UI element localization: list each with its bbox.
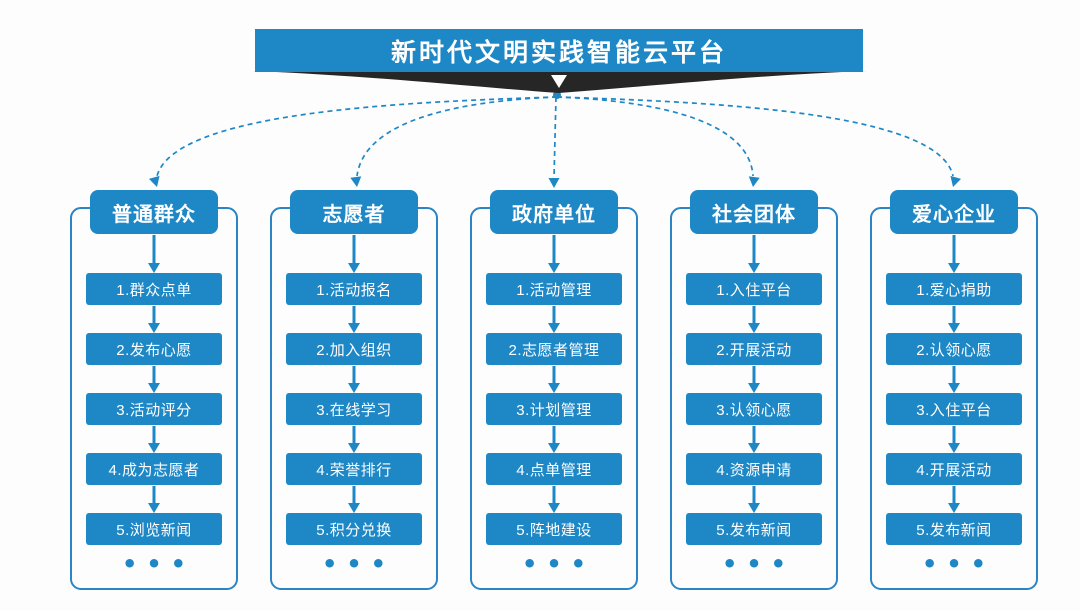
down-arrow-icon bbox=[547, 485, 561, 513]
step-box: 4.荣誉排行 bbox=[286, 453, 422, 485]
arrowhead-icon bbox=[148, 175, 160, 187]
column-government-units: 政府单位 1.活动管理 2.志愿者管理 3.计划管理 4.点单管理 5.阵地建设… bbox=[470, 190, 638, 592]
down-arrow-icon bbox=[147, 234, 161, 273]
step-box: 3.认领心愿 bbox=[686, 393, 822, 425]
down-arrow-icon bbox=[547, 305, 561, 333]
step-box: 3.计划管理 bbox=[486, 393, 622, 425]
down-arrow-icon bbox=[947, 305, 961, 333]
step-box: 2.发布心愿 bbox=[86, 333, 222, 365]
step-box: 2.开展活动 bbox=[686, 333, 822, 365]
step-box: 3.入住平台 bbox=[886, 393, 1022, 425]
step-box: 1.群众点单 bbox=[86, 273, 222, 305]
banner-down-triangle-icon bbox=[551, 75, 567, 88]
column-volunteers: 志愿者 1.活动报名 2.加入组织 3.在线学习 4.荣誉排行 5.积分兑换 •… bbox=[270, 190, 438, 592]
down-arrow-icon bbox=[147, 305, 161, 333]
dashed-connector-3 bbox=[553, 96, 557, 179]
arrowhead-icon bbox=[350, 176, 362, 187]
down-arrow-icon bbox=[347, 305, 361, 333]
down-arrow-icon bbox=[547, 425, 561, 453]
step-box: 1.入住平台 bbox=[686, 273, 822, 305]
dashed-connector-4 bbox=[556, 96, 754, 177]
arrowhead-icon bbox=[950, 175, 962, 187]
down-arrow-icon bbox=[747, 305, 761, 333]
step-box: 1.活动报名 bbox=[286, 273, 422, 305]
down-arrow-icon bbox=[347, 485, 361, 513]
step-box: 2.认领心愿 bbox=[886, 333, 1022, 365]
step-box: 5.发布新闻 bbox=[686, 513, 822, 545]
down-arrow-icon bbox=[147, 485, 161, 513]
down-arrow-icon bbox=[747, 485, 761, 513]
down-arrow-icon bbox=[347, 234, 361, 273]
step-box: 2.志愿者管理 bbox=[486, 333, 622, 365]
step-box: 5.浏览新闻 bbox=[86, 513, 222, 545]
step-box: 5.阵地建设 bbox=[486, 513, 622, 545]
more-ellipsis: ••• bbox=[721, 550, 796, 578]
down-arrow-icon bbox=[947, 425, 961, 453]
column-header: 社会团体 bbox=[690, 190, 818, 234]
dashed-connector-5 bbox=[556, 96, 954, 177]
step-box: 4.开展活动 bbox=[886, 453, 1022, 485]
platform-title-banner: 新时代文明实践智能云平台 bbox=[255, 29, 863, 72]
down-arrow-icon bbox=[947, 234, 961, 273]
step-box: 4.资源申请 bbox=[686, 453, 822, 485]
dashed-connector-1 bbox=[156, 96, 558, 177]
column-header: 普通群众 bbox=[90, 190, 218, 234]
arrowhead-icon bbox=[748, 176, 760, 187]
step-box: 2.加入组织 bbox=[286, 333, 422, 365]
dashed-connector-2 bbox=[356, 96, 558, 177]
down-arrow-icon bbox=[747, 365, 761, 393]
step-box: 5.发布新闻 bbox=[886, 513, 1022, 545]
step-box: 4.点单管理 bbox=[486, 453, 622, 485]
step-box: 1.活动管理 bbox=[486, 273, 622, 305]
column-header: 志愿者 bbox=[290, 190, 418, 234]
more-ellipsis: ••• bbox=[321, 550, 396, 578]
more-ellipsis: ••• bbox=[921, 550, 996, 578]
down-arrow-icon bbox=[947, 485, 961, 513]
banner-ribbon bbox=[252, 71, 866, 93]
column-social-groups: 社会团体 1.入住平台 2.开展活动 3.认领心愿 4.资源申请 5.发布新闻 … bbox=[670, 190, 838, 592]
arrowhead-icon bbox=[548, 178, 560, 188]
down-arrow-icon bbox=[547, 234, 561, 273]
step-box: 3.在线学习 bbox=[286, 393, 422, 425]
step-box: 1.爱心捐助 bbox=[886, 273, 1022, 305]
platform-title: 新时代文明实践智能云平台 bbox=[390, 38, 727, 67]
down-arrow-icon bbox=[547, 365, 561, 393]
step-box: 3.活动评分 bbox=[86, 393, 222, 425]
column-header: 爱心企业 bbox=[890, 190, 1018, 234]
step-box: 4.成为志愿者 bbox=[86, 453, 222, 485]
column-caring-enterprises: 爱心企业 1.爱心捐助 2.认领心愿 3.入住平台 4.开展活动 5.发布新闻 … bbox=[870, 190, 1038, 592]
more-ellipsis: ••• bbox=[521, 550, 596, 578]
down-arrow-icon bbox=[147, 425, 161, 453]
down-arrow-icon bbox=[747, 234, 761, 273]
down-arrow-icon bbox=[347, 365, 361, 393]
down-arrow-icon bbox=[947, 365, 961, 393]
down-arrow-icon bbox=[147, 365, 161, 393]
down-arrow-icon bbox=[747, 425, 761, 453]
column-ordinary-public: 普通群众 1.群众点单 2.发布心愿 3.活动评分 4.成为志愿者 5.浏览新闻… bbox=[70, 190, 238, 592]
more-ellipsis: ••• bbox=[121, 550, 196, 578]
down-arrow-icon bbox=[347, 425, 361, 453]
step-box: 5.积分兑换 bbox=[286, 513, 422, 545]
column-header: 政府单位 bbox=[490, 190, 618, 234]
